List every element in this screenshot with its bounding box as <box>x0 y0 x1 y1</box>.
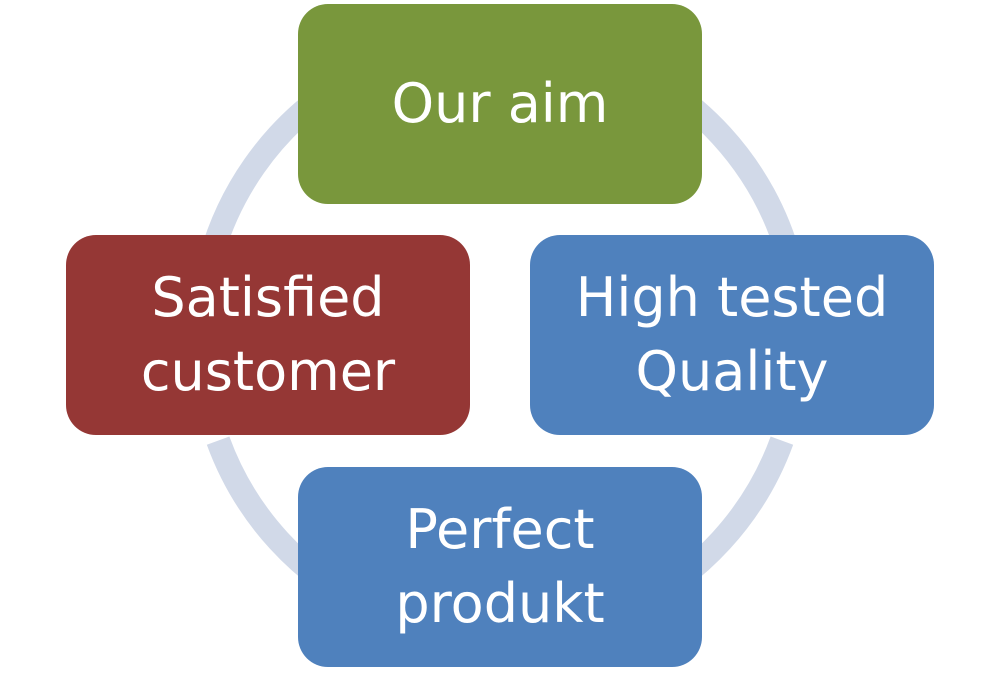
node-perfect-produkt-label: Perfect produkt <box>395 498 605 635</box>
node-high-tested-quality: High tested Quality <box>530 235 934 435</box>
cycle-arrow-arcs <box>198 44 802 621</box>
node-perfect-produkt: Perfect produkt <box>298 467 702 667</box>
node-our-aim: Our aim <box>298 4 702 204</box>
node-high-tested-quality-label: High tested Quality <box>575 266 889 403</box>
node-satisfied-customer: Satisfied customer <box>66 235 470 435</box>
node-our-aim-label: Our aim <box>391 72 609 135</box>
node-satisfied-customer-label: Satisfied customer <box>140 266 396 403</box>
